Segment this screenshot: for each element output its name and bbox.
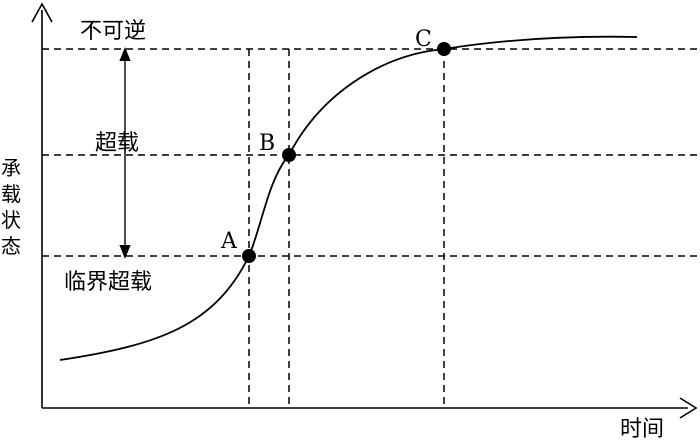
overload-label: 超载 [95,131,139,156]
point-b-label: B [259,131,275,156]
point-a-label: A [220,229,238,254]
y-axis-label-char-2: 载 [1,182,21,206]
x-axis-arrow [679,397,698,419]
drop-lines [248,49,445,408]
x-axis-label: 时间 [620,417,664,440]
critical-overload-label: 临界超载 [64,270,152,295]
key-points: A B C [220,27,451,263]
point-a-dot [242,249,256,263]
level-lines [42,48,698,257]
y-axis-label: 承 载 状 态 [1,156,21,258]
point-c-dot [437,42,451,56]
y-axis-label-char-3: 状 [1,208,21,232]
y-axis-label-char-1: 承 [1,156,21,180]
point-b-dot [282,148,296,162]
point-c-label: C [415,27,432,52]
axes [31,2,698,419]
y-axis-label-char-4: 态 [1,234,21,258]
irreversible-label: 不可逆 [80,19,146,44]
load-curve [59,35,638,361]
y-axis-arrow [31,2,53,23]
level-labels: 不可逆 超载 临界超载 [64,19,152,295]
